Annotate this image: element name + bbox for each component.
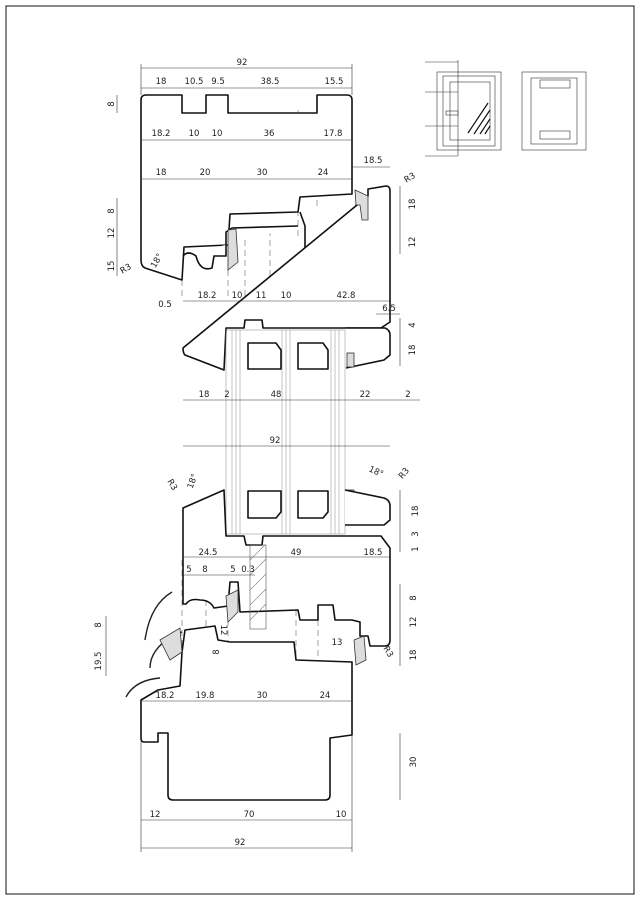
dim-label: 8 xyxy=(107,208,117,213)
dim-label: 0.3 xyxy=(241,565,255,575)
elevation-thumbnail-glazed xyxy=(425,60,502,157)
dim-label: 15.5 xyxy=(325,77,344,87)
dim-label: 30 xyxy=(409,757,419,768)
dim-label: 8 xyxy=(409,595,419,600)
dim-label: 1 xyxy=(411,546,421,551)
dim-label: R3 xyxy=(119,262,134,276)
sill-frame-profile xyxy=(140,625,353,801)
dim-label: 18.5 xyxy=(364,548,383,558)
dim-label: 8 xyxy=(94,622,104,627)
dim-label: R3 xyxy=(397,466,412,481)
dim-label: 42.8 xyxy=(337,291,356,301)
dim-label: 92 xyxy=(270,436,281,446)
dim-label: 18 xyxy=(411,506,421,517)
dim-label: 18 xyxy=(156,77,167,87)
dim-label: 10 xyxy=(212,129,223,139)
dim-label: 18 xyxy=(408,199,418,210)
dim-label: 5 xyxy=(186,565,191,575)
dim-label: 10 xyxy=(336,810,347,820)
dim-label: 48 xyxy=(271,390,282,400)
dim-label: 17.8 xyxy=(324,129,343,139)
setting-block-hatch xyxy=(249,544,267,630)
dim-label: 19.5 xyxy=(94,652,104,671)
dim-label: 92 xyxy=(235,838,246,848)
dim-label: 18.2 xyxy=(198,291,217,301)
dim-label: 12 xyxy=(107,228,117,239)
dim-label: 18 xyxy=(409,650,419,661)
dim-label: 20 xyxy=(200,168,211,178)
dim-label: 30 xyxy=(257,691,268,701)
dim-label: 8 xyxy=(212,649,222,654)
dim-label: R3 xyxy=(403,171,418,185)
dim-label: 36 xyxy=(264,129,275,139)
dim-label: 3 xyxy=(411,531,421,536)
dim-label: 2 xyxy=(224,390,229,400)
lower-sash-bead xyxy=(344,489,391,526)
dim-label: 22 xyxy=(360,390,371,400)
dim-label: 9.5 xyxy=(211,77,225,87)
dim-label: 12 xyxy=(409,617,419,628)
dim-label: 38.5 xyxy=(261,77,280,87)
sill-dimensions: 24.5 49 18.5 5 8 5 0.3 8 12 18 8 19.5 12… xyxy=(94,548,419,848)
dim-label: 4 xyxy=(408,322,418,327)
dim-label: 10 xyxy=(189,129,200,139)
dim-label: R3 xyxy=(165,478,179,493)
dim-label: 15 xyxy=(107,261,117,272)
dim-label: 18 xyxy=(156,168,167,178)
dim-label: 0.5 xyxy=(158,300,172,310)
dim-label: 18° xyxy=(367,464,385,479)
dim-label: 12 xyxy=(408,237,418,248)
dim-label: 18 xyxy=(408,345,418,356)
dim-label: 8 xyxy=(202,565,207,575)
dim-label: 18 xyxy=(199,390,210,400)
head-dimensions: 92 18 10.5 9.5 38.5 15.5 8 18.2 10 10 36… xyxy=(107,58,418,355)
dim-label: 12 xyxy=(150,810,161,820)
head-frame-profile xyxy=(140,94,353,281)
upper-sash-bead xyxy=(345,327,391,369)
dim-label: 13 xyxy=(332,638,343,648)
dim-label: 18.2 xyxy=(156,691,175,701)
dim-label: 18.5 xyxy=(364,156,383,166)
dim-label: 18° xyxy=(186,473,201,491)
elevation-thumbnail-frame xyxy=(521,71,587,151)
dim-label: 10.5 xyxy=(185,77,204,87)
dim-label: 18.2 xyxy=(152,129,171,139)
dim-label: 12 xyxy=(218,625,228,636)
dim-label: 70 xyxy=(244,810,255,820)
dim-label: 8 xyxy=(107,101,117,106)
dim-label: 30 xyxy=(257,168,268,178)
head-gasket xyxy=(354,189,369,221)
lower-sash-profile xyxy=(182,489,391,647)
dim-label: 24.5 xyxy=(199,548,218,558)
dim-label: 10 xyxy=(232,291,243,301)
sheet-border xyxy=(5,5,635,895)
dim-label: 2 xyxy=(405,390,410,400)
dim-label: 10 xyxy=(281,291,292,301)
dim-label: 19.8 xyxy=(196,691,215,701)
dim-label: 49 xyxy=(291,548,302,558)
dim-label: 24 xyxy=(318,168,329,178)
insulated-glass-unit xyxy=(225,329,355,535)
dim-label: 5 xyxy=(230,565,235,575)
dimension-lines xyxy=(105,64,420,852)
dim-label: 6.5 xyxy=(382,304,396,314)
dim-label: 24 xyxy=(320,691,331,701)
dim-label: 92 xyxy=(237,58,248,68)
dim-label: 11 xyxy=(256,291,267,301)
dim-label: R3 xyxy=(381,645,395,660)
sash-gasket-top xyxy=(227,228,239,271)
sill-gasket xyxy=(353,635,367,666)
